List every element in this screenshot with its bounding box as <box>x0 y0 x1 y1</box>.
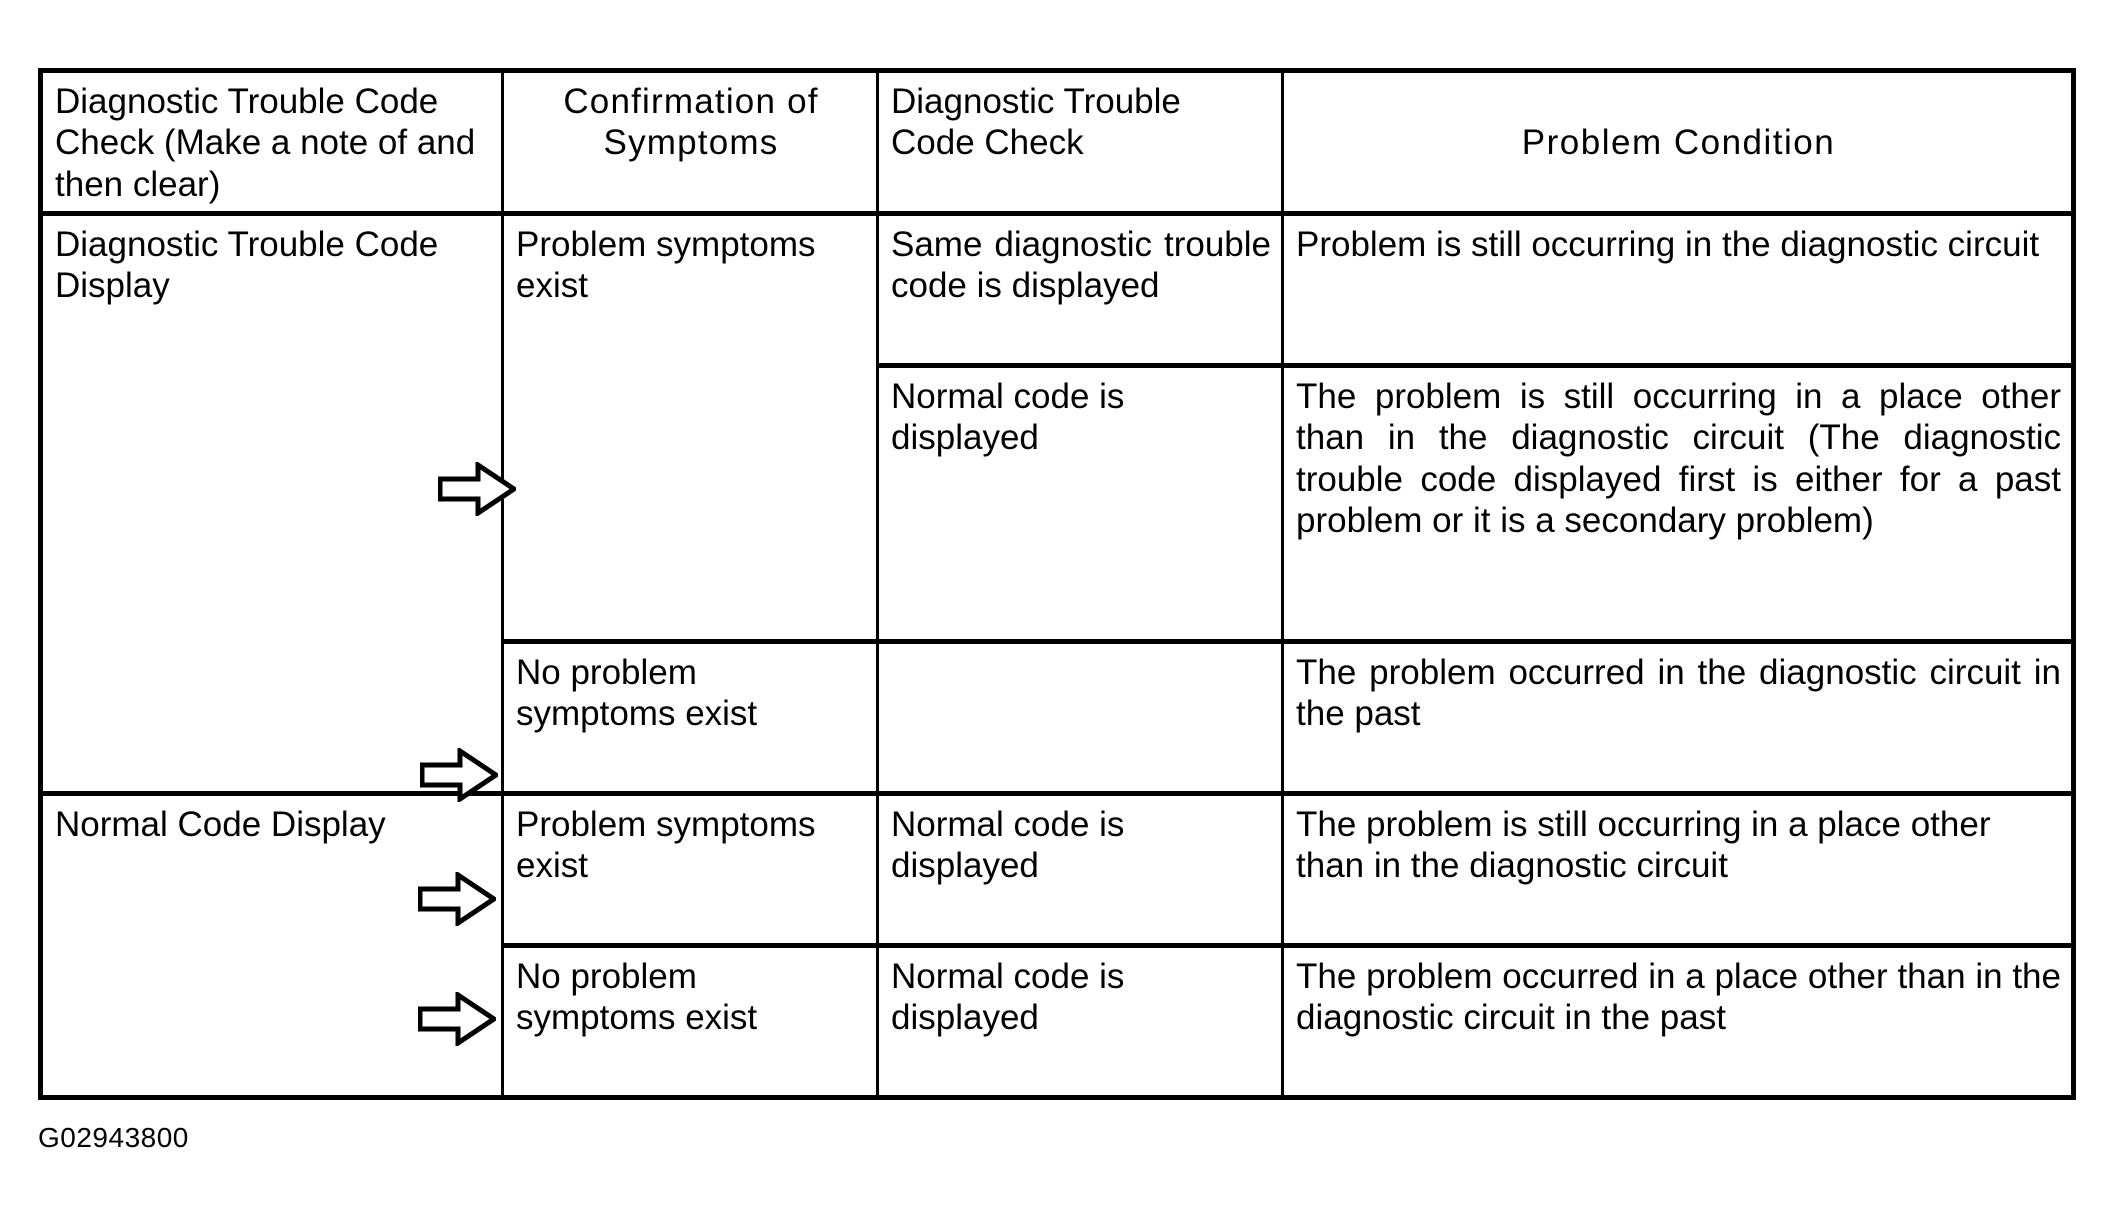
cell-symptoms-no-problem-1: No problem symptoms exist <box>501 638 879 795</box>
cell-initial-check-dtc-display: Diagnostic Trouble Code Display <box>39 211 504 795</box>
column-header-confirmation-of-symptoms: Confirmation of Symptoms <box>501 69 879 216</box>
cell-recheck-normal-code-2: Normal code is displayed <box>876 790 1284 947</box>
dtc-decision-table: Diagnostic Trouble Code Check (Make a no… <box>38 68 2076 1100</box>
cell-condition-past-other-place: The problem occurred in a place other th… <box>1281 942 2075 1100</box>
cell-condition-still-occurring-diagnostic: Problem is still occurring in the diagno… <box>1281 211 2075 367</box>
cell-condition-other-place: The problem is still occurring in a plac… <box>1281 790 2075 947</box>
table-row: Normal code is displayed The problem is … <box>41 362 2075 643</box>
table-body: Diagnostic Trouble Code Display Problem … <box>39 211 2075 1100</box>
table-header: Diagnostic Trouble Code Check (Make a no… <box>39 69 2075 216</box>
table-row: No problem symptoms exist Normal code is… <box>41 942 2075 1100</box>
cell-recheck-normal-code-3: Normal code is displayed <box>876 942 1284 1100</box>
column-header-problem-condition: Problem Condition <box>1281 69 2075 216</box>
cell-condition-past-diagnostic: The problem occurred in the diagnostic c… <box>1281 638 2075 795</box>
column-header-dtc-check-initial: Diagnostic Trouble Code Check (Make a no… <box>39 69 504 216</box>
cell-condition-other-place-secondary: The problem is still occurring in a plac… <box>1281 362 2075 643</box>
table-row: Diagnostic Trouble Code Display Problem … <box>39 211 2075 795</box>
cell-symptoms-problem-exist-1: Problem symptoms exist <box>501 211 879 643</box>
cell-symptoms-no-problem-2: No problem symptoms exist <box>501 942 879 1100</box>
cell-symptoms-problem-exist-2: Problem symptoms exist <box>501 790 879 947</box>
cell-recheck-empty <box>876 638 1284 795</box>
table-header-row: Diagnostic Trouble Code Check (Make a no… <box>39 69 2075 216</box>
table-row: Normal Code Display Problem symptoms exi… <box>39 790 2075 1100</box>
cell-recheck-same-code: Same diagnostic trouble code is displaye… <box>876 211 1284 367</box>
table-row: No problem symptoms exist The problem oc… <box>41 638 2075 795</box>
dtc-decision-table-wrapper: Diagnostic Trouble Code Check (Make a no… <box>38 68 2076 1100</box>
column-header-dtc-check: Diagnostic Trouble Code Check <box>876 69 1284 216</box>
cell-initial-check-normal-code-display: Normal Code Display <box>39 790 504 1100</box>
cell-recheck-normal-code-1: Normal code is displayed <box>876 362 1284 643</box>
figure-caption: G02943800 <box>38 1122 189 1153</box>
